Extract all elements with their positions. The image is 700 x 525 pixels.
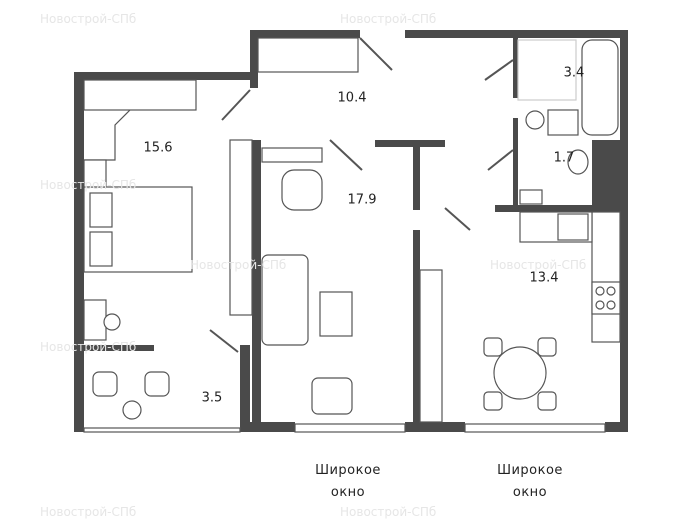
coffee-table xyxy=(319,291,353,337)
caption-line: Широкое xyxy=(315,463,381,478)
windows xyxy=(83,423,606,433)
wardrobe xyxy=(83,79,197,111)
doors xyxy=(209,37,514,353)
kitchen-counter xyxy=(591,211,621,343)
burner xyxy=(606,300,616,310)
room-area-bedroom: 15.6 xyxy=(143,140,173,156)
shelf xyxy=(419,269,443,423)
balcony-chair xyxy=(144,371,170,397)
room-area-hallway: 10.4 xyxy=(337,90,367,106)
balcony-chair xyxy=(92,371,118,397)
desk xyxy=(83,299,107,341)
wardrobe xyxy=(257,37,359,73)
watermark: Новострой-СПб xyxy=(490,258,587,272)
dining-table xyxy=(493,346,547,400)
kitchen-sink xyxy=(557,213,589,241)
toilet-sink xyxy=(519,189,543,205)
watermark: Новострой-СПб xyxy=(340,12,437,26)
watermark: Новострой-СПб xyxy=(190,258,287,272)
dining-chair xyxy=(537,337,557,357)
armchair xyxy=(281,169,323,211)
wardrobe-corner xyxy=(84,109,131,161)
caption-line: окно xyxy=(512,485,548,500)
dining-chair xyxy=(537,391,557,411)
bathtub xyxy=(581,39,619,136)
burner xyxy=(606,286,616,296)
caption-line: окно xyxy=(330,485,366,500)
dining-chair xyxy=(483,391,503,411)
shelf xyxy=(229,139,253,316)
room-area-toilet: 1.7 xyxy=(553,150,575,166)
room-area-bathroom: 3.4 xyxy=(563,65,585,81)
watermark: Новострой-СПб xyxy=(40,340,137,354)
tile-area xyxy=(517,39,577,101)
room-area-living-room: 17.9 xyxy=(347,192,377,208)
watermark: Новострой-СПб xyxy=(40,12,137,26)
bathroom-sink xyxy=(547,109,579,136)
nightstand xyxy=(83,159,107,188)
toilet-bowl xyxy=(567,149,589,175)
window-caption-kitchen: Широкое окно xyxy=(485,460,575,504)
watermark: Новострой-СПб xyxy=(40,178,137,192)
burner xyxy=(595,300,605,310)
window-caption-living: Широкое окно xyxy=(303,460,393,504)
dining-chair xyxy=(483,337,503,357)
room-area-balcony: 3.5 xyxy=(201,390,223,406)
watermark: Новострой-СПб xyxy=(340,505,437,519)
sofa xyxy=(261,254,309,346)
watermark: Новострой-СПб xyxy=(40,505,137,519)
burner xyxy=(595,286,605,296)
bed xyxy=(83,186,193,273)
stove xyxy=(591,281,621,315)
radiator xyxy=(261,147,323,163)
chair xyxy=(103,313,121,331)
armchair xyxy=(311,377,353,415)
walls xyxy=(74,30,628,432)
washing-machine xyxy=(525,110,545,130)
room-area-kitchen: 13.4 xyxy=(529,270,559,286)
caption-line: Широкое xyxy=(497,463,563,478)
balcony-table xyxy=(122,400,142,420)
